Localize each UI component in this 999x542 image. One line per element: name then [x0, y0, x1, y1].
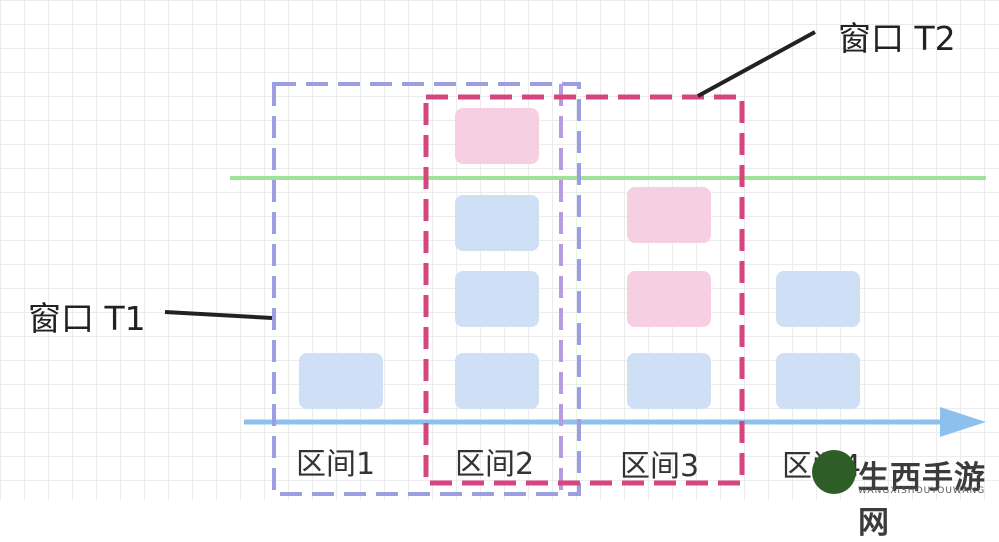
event-block-blue [299, 353, 383, 409]
window-t1-label: 窗口 T1 [28, 299, 146, 338]
event-block-blue [455, 353, 539, 409]
interval-label-3: 区间3 [620, 449, 700, 484]
window-t2-label: 窗口 T2 [838, 19, 956, 58]
event-block-blue [776, 353, 860, 409]
event-block-pink [455, 108, 539, 164]
callout-line-t1 [164, 310, 273, 320]
event-block-pink [627, 187, 711, 243]
window-t1-box [272, 82, 581, 496]
time-axis-arrowhead [940, 407, 986, 437]
watermark: 生西手游网 WANGXISHOUYOUWANG [812, 450, 992, 541]
event-block-pink [627, 271, 711, 327]
event-block-blue [776, 271, 860, 327]
event-block-blue [627, 353, 711, 409]
interval-label-2: 区间2 [455, 447, 535, 482]
event-blocks [299, 108, 860, 409]
callout-line-t2 [697, 30, 816, 98]
diagram-canvas [164, 30, 986, 496]
event-block-blue [455, 271, 539, 327]
watermark-subtitle: WANGXISHOUYOUWANG [858, 486, 986, 496]
watermark-title: 生西手游网 [858, 460, 986, 541]
event-block-blue [455, 195, 539, 251]
watermark-logo-icon [812, 450, 856, 494]
interval-label-1: 区间1 [296, 447, 376, 482]
